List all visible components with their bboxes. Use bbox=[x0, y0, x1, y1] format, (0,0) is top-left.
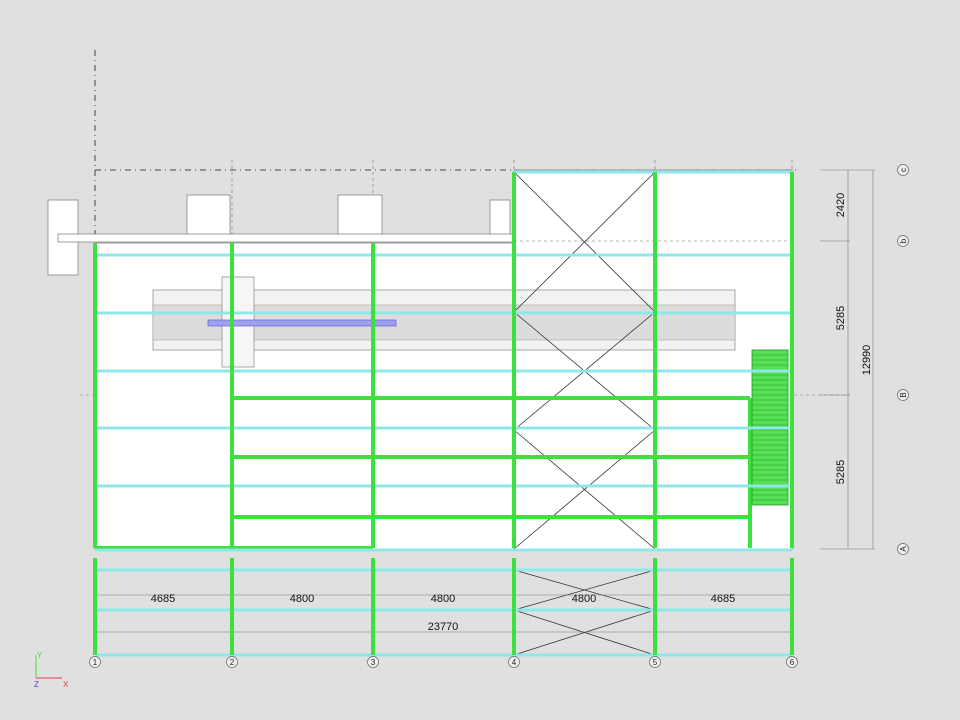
grid-label-1[interactable]: 1 bbox=[93, 658, 98, 667]
columns bbox=[93, 172, 794, 655]
dim-bay-4: 4800 bbox=[572, 593, 596, 605]
axis-z-label: Z bbox=[34, 680, 39, 689]
grid-label-A[interactable]: A bbox=[899, 546, 908, 552]
dim-bay-1: 4685 bbox=[151, 593, 175, 605]
dim-total-horizontal: 23770 bbox=[428, 621, 459, 633]
axis-y-label: Y bbox=[37, 651, 43, 660]
highlighted-member bbox=[207, 319, 397, 327]
dim-row-3: 5285 bbox=[835, 460, 847, 484]
grid-label-b-lower[interactable]: b bbox=[899, 238, 908, 243]
dim-bay-3: 4800 bbox=[431, 593, 455, 605]
grid-label-4[interactable]: 4 bbox=[512, 658, 517, 667]
dim-bay-2: 4800 bbox=[290, 593, 314, 605]
column-grid-bubbles bbox=[89, 164, 909, 668]
grid-label-6[interactable]: 6 bbox=[790, 658, 795, 667]
grid-label-2[interactable]: 2 bbox=[230, 658, 235, 667]
dimension-lines bbox=[820, 169, 875, 550]
dim-row-2: 5285 bbox=[835, 306, 847, 330]
axis-x-label: X bbox=[63, 680, 69, 689]
dim-bay-5: 4685 bbox=[711, 593, 735, 605]
x-bracing bbox=[513, 171, 656, 656]
axis-triad: Y Z X bbox=[34, 651, 69, 689]
grid-label-c[interactable]: c bbox=[899, 168, 908, 172]
grid-label-5[interactable]: 5 bbox=[653, 658, 658, 667]
dim-total-vertical: 12990 bbox=[861, 345, 873, 376]
secondary-beams bbox=[95, 396, 752, 550]
dim-row-1: 2420 bbox=[835, 193, 847, 217]
grid-label-B[interactable]: B bbox=[899, 392, 908, 397]
equipment-block bbox=[152, 276, 736, 368]
grid-label-3[interactable]: 3 bbox=[371, 658, 376, 667]
